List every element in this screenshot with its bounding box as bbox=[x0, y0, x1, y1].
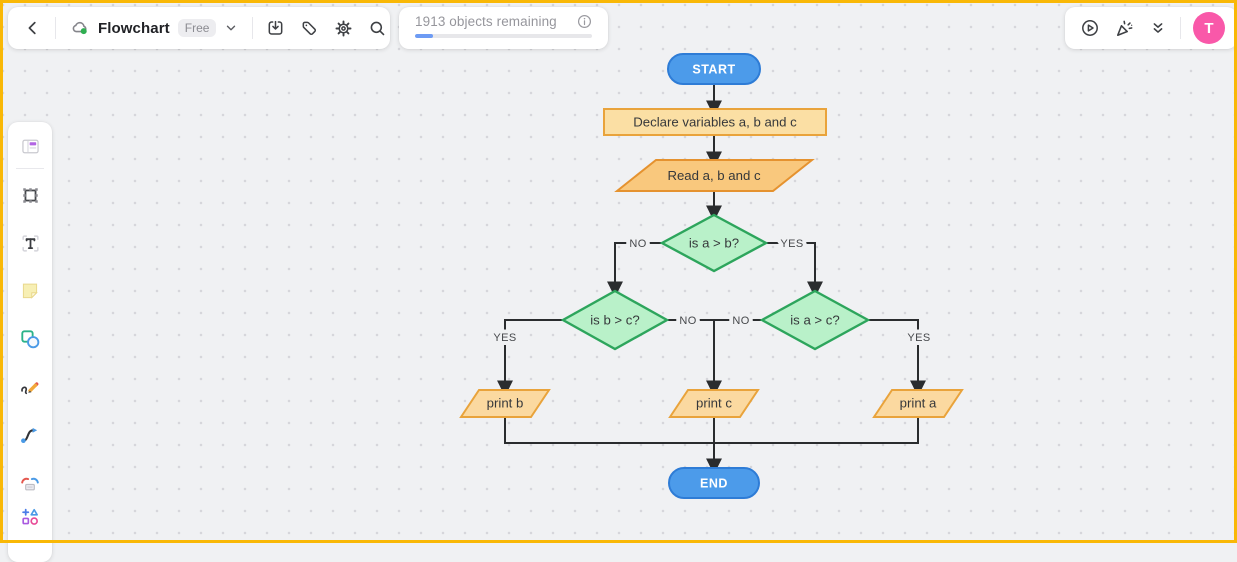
tools-sidebar bbox=[8, 122, 52, 562]
flow-edges bbox=[497, 85, 926, 475]
edge-label-bc-no[interactable]: NO bbox=[675, 311, 700, 331]
chevron-down-icon bbox=[227, 25, 236, 31]
node-declare[interactable] bbox=[603, 108, 827, 136]
node-end-label: END bbox=[700, 477, 728, 491]
node-cond-ac[interactable] bbox=[759, 289, 871, 351]
double-chevron-down-icon bbox=[1153, 23, 1163, 33]
node-cond-ab[interactable] bbox=[659, 213, 769, 273]
edge-label-bc-yes[interactable]: YES bbox=[489, 328, 520, 348]
node-read[interactable] bbox=[614, 159, 815, 192]
sidebar-item-text[interactable] bbox=[12, 225, 48, 261]
edge-condab-no[interactable] bbox=[607, 242, 661, 298]
right-toolbar: T bbox=[1065, 7, 1237, 49]
node-print-c[interactable] bbox=[668, 389, 760, 418]
board-title: Flowchart bbox=[98, 19, 170, 37]
party-popper-icon bbox=[1116, 20, 1132, 36]
info-icon[interactable] bbox=[577, 14, 592, 29]
edge-merge[interactable] bbox=[504, 418, 919, 444]
node-print-b-label: print b bbox=[487, 396, 524, 411]
edge-condab-yes[interactable] bbox=[767, 242, 823, 298]
sticky-note-icon bbox=[22, 283, 38, 299]
node-declare-label: Declare variables a, b and c bbox=[633, 115, 797, 130]
node-start[interactable] bbox=[667, 53, 761, 85]
sidebar-item-mindmap[interactable] bbox=[12, 465, 48, 501]
search-button[interactable] bbox=[360, 11, 394, 45]
usage-progress-track bbox=[415, 34, 592, 38]
whats-new-button[interactable] bbox=[1107, 11, 1141, 45]
edge-condac-yes[interactable] bbox=[869, 319, 926, 397]
sidebar-item-draw[interactable] bbox=[12, 369, 48, 405]
collapse-toolbar-button[interactable] bbox=[1141, 11, 1175, 45]
edge-label-ab-no[interactable]: NO bbox=[625, 234, 650, 254]
node-print-a[interactable] bbox=[872, 389, 964, 418]
sidebar-item-shapes[interactable] bbox=[12, 321, 48, 357]
cloud-synced-icon bbox=[72, 21, 87, 35]
node-cond-bc-label: is b > c? bbox=[590, 313, 639, 328]
node-cond-bc[interactable] bbox=[560, 289, 670, 351]
edge-condbc-yes[interactable] bbox=[497, 319, 562, 397]
templates-icon bbox=[21, 139, 39, 153]
search-icon bbox=[370, 21, 385, 35]
back-button[interactable] bbox=[16, 11, 50, 45]
settings-button[interactable] bbox=[326, 11, 360, 45]
import-button[interactable] bbox=[258, 11, 292, 45]
shapes-icon bbox=[21, 330, 40, 349]
play-circle-icon bbox=[1082, 20, 1098, 36]
node-cond-ac-label: is a > c? bbox=[790, 313, 839, 328]
edge-label-ac-no[interactable]: NO bbox=[728, 311, 753, 331]
settings-gear-icon bbox=[335, 20, 352, 36]
edge-label-ac-yes[interactable]: YES bbox=[903, 328, 934, 348]
edge-label-ab-yes[interactable]: YES bbox=[776, 234, 807, 254]
text-tool-icon bbox=[21, 234, 39, 252]
chevron-left-icon bbox=[28, 21, 36, 35]
mindmap-icon bbox=[21, 477, 39, 491]
sidebar-item-templates[interactable] bbox=[12, 128, 48, 164]
node-cond-ab-label: is a > b? bbox=[689, 236, 739, 251]
node-print-b[interactable] bbox=[459, 389, 551, 418]
sidebar-item-sticky-note[interactable] bbox=[12, 273, 48, 309]
node-start-label: START bbox=[692, 63, 735, 77]
play-demo-button[interactable] bbox=[1073, 11, 1107, 45]
sidebar-item-connector[interactable] bbox=[12, 417, 48, 453]
canvas[interactable]: START Declare variables a, b and c Read … bbox=[0, 0, 1237, 543]
divider bbox=[16, 168, 44, 169]
usage-card: 1913 objects remaining bbox=[399, 7, 608, 49]
plan-badge: Free bbox=[177, 19, 217, 37]
node-read-label: Read a, b and c bbox=[667, 168, 761, 183]
objects-remaining-text: 1913 objects remaining bbox=[415, 14, 557, 29]
sidebar-item-frame[interactable] bbox=[12, 177, 48, 213]
draw-pen-icon bbox=[21, 382, 39, 395]
avatar[interactable]: T bbox=[1193, 12, 1225, 44]
divider bbox=[252, 17, 254, 39]
node-print-c-label: print c bbox=[696, 396, 732, 411]
sidebar-item-more-shapes[interactable] bbox=[12, 499, 48, 535]
divider bbox=[55, 17, 56, 39]
node-print-a-label: print a bbox=[900, 396, 937, 411]
frame-icon bbox=[22, 187, 38, 203]
tag-icon bbox=[302, 21, 316, 35]
import-download-icon bbox=[268, 20, 283, 35]
board-menu-button[interactable]: Flowchart Free bbox=[61, 11, 247, 45]
more-shapes-icon bbox=[22, 508, 38, 525]
main-toolbar: Flowchart Free bbox=[8, 7, 390, 49]
usage-progress-fill bbox=[415, 34, 433, 38]
flow-nodes: START Declare variables a, b and c Read … bbox=[459, 53, 964, 499]
connector-icon bbox=[21, 427, 38, 444]
edge-labels: NO YES NO NO YES YES bbox=[489, 234, 934, 348]
node-end[interactable] bbox=[668, 467, 760, 499]
tag-button[interactable] bbox=[292, 11, 326, 45]
divider bbox=[1180, 17, 1181, 39]
